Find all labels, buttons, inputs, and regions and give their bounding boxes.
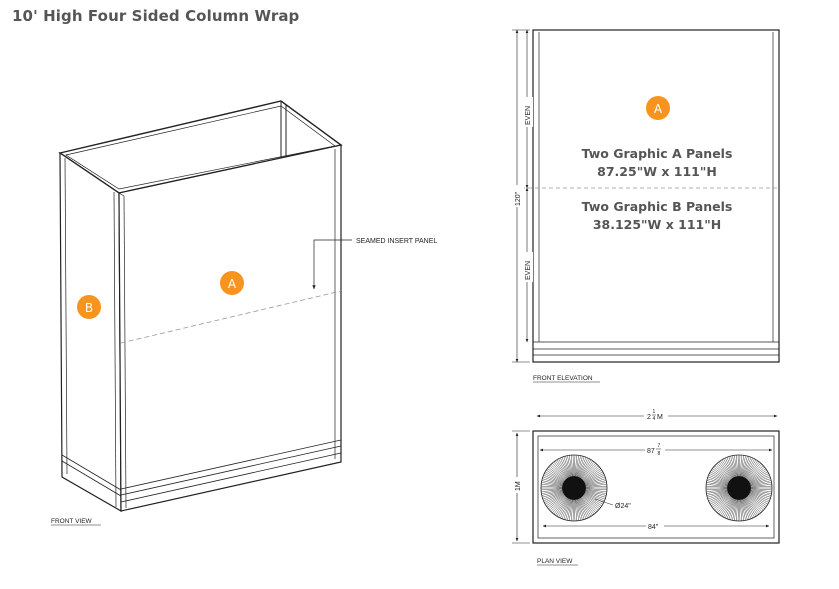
- height-label: 120": [515, 191, 522, 206]
- plan-width-den: 4: [653, 416, 656, 422]
- plan-inner-whole: 87: [647, 448, 655, 455]
- plan-view-caption: PLAN VIEW: [537, 558, 573, 565]
- front-elevation-caption: FRONT ELEVATION: [533, 375, 593, 382]
- light-fixture-left: [540, 454, 608, 522]
- light-fixture-right: [705, 454, 773, 522]
- badge-a-elevation: A: [646, 96, 670, 120]
- plan-width-unit: M: [657, 414, 663, 421]
- plan-inner-num: 7: [658, 443, 661, 449]
- panel-a-size: 87.25"W x 111"H: [597, 164, 717, 179]
- diameter-label: Ø24": [615, 503, 631, 510]
- plan-width-num: 1: [653, 409, 656, 415]
- seamed-insert-callout: SEAMED INSERT PANEL: [356, 238, 437, 245]
- svg-text:B: B: [85, 301, 93, 315]
- spacing-label: 84": [648, 524, 659, 531]
- plan-width-whole: 2: [647, 414, 651, 421]
- plan-depth-label: 1M: [515, 481, 522, 491]
- panel-a-title: Two Graphic A Panels: [582, 146, 733, 161]
- seam-line: [120, 290, 342, 344]
- svg-text:A: A: [228, 277, 237, 291]
- even-bottom-label: EVEN: [525, 261, 532, 280]
- badge-b-front: B: [77, 295, 101, 319]
- svg-text:A: A: [654, 102, 663, 116]
- front-elevation: [512, 29, 780, 363]
- front-view: [58, 100, 352, 513]
- side-panel-b: [59, 151, 122, 513]
- page-title: 10' High Four Sided Column Wrap: [12, 7, 300, 25]
- panel-b-title: Two Graphic B Panels: [582, 199, 733, 214]
- panel-b-size: 38.125"W x 111"H: [593, 217, 721, 232]
- callout-leader: [312, 239, 352, 290]
- badge-a-front: A: [220, 271, 244, 295]
- front-view-caption: FRONT VIEW: [51, 518, 93, 525]
- front-panel-a: [118, 144, 342, 512]
- even-top-label: EVEN: [525, 106, 532, 125]
- plan-inner-den: 8: [658, 451, 661, 457]
